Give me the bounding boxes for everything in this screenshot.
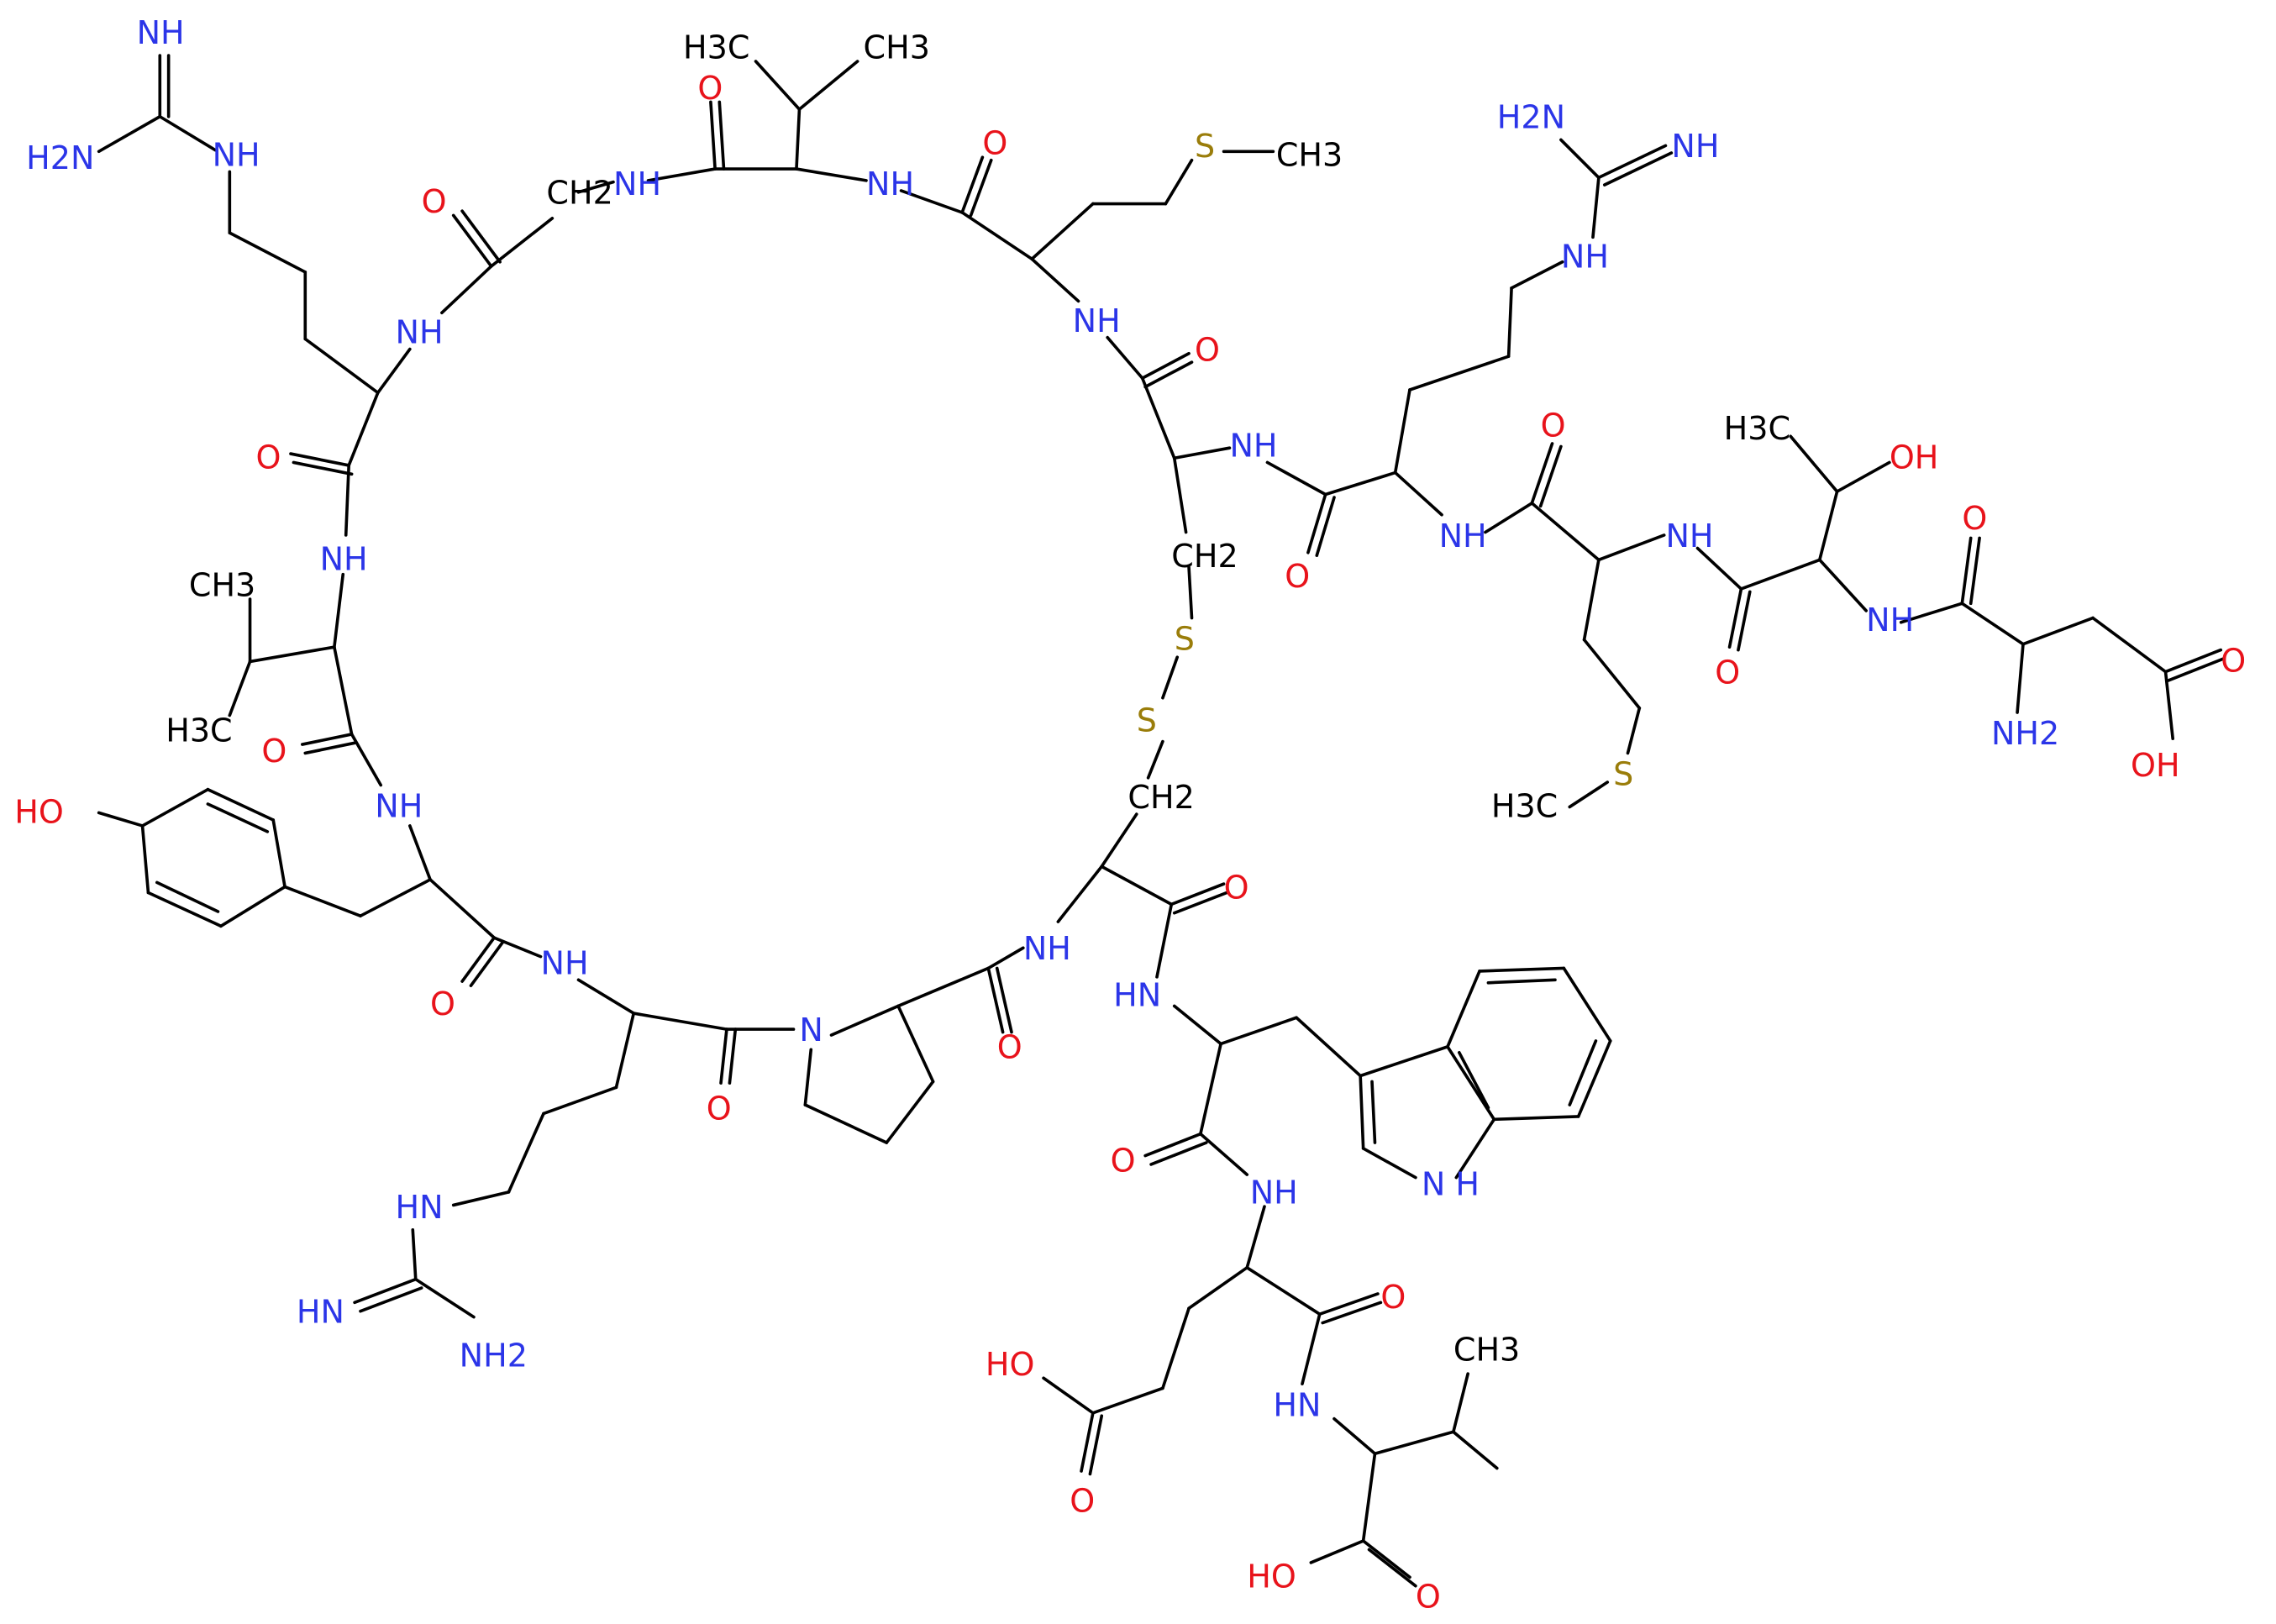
glu-oh: HO [986, 1346, 1035, 1383]
o-met1: O [982, 125, 1007, 162]
o-glu: O [1380, 1279, 1406, 1316]
nh-thr: NH [1866, 602, 1914, 639]
val-c-oh: HO [1247, 1558, 1296, 1595]
cys2-ch2: CH2 [1127, 779, 1194, 816]
bond-network [97, 54, 2226, 1588]
nh-met1: NH [1073, 302, 1121, 339]
guan-bottom-imine: HN [297, 1294, 344, 1331]
nh-gly: NH [613, 166, 661, 202]
met1-ch3: CH3 [1276, 137, 1343, 174]
guan-right-nh: NH [1561, 239, 1609, 276]
nh-trp: HN [1113, 976, 1161, 1013]
tyr-oh: HO [14, 793, 64, 830]
o-met2: O [1541, 407, 1566, 444]
met2-s: S [1613, 755, 1633, 792]
o-trp: O [1111, 1143, 1136, 1180]
guan-bottom-nh: HN [396, 1189, 444, 1226]
o-asp: O [1962, 500, 1987, 537]
guan-right-nh2: H2N [1497, 99, 1565, 136]
guan-left-nh: NH [137, 14, 185, 51]
o-cys2: O [1224, 869, 1249, 906]
nh-val-c: HN [1273, 1386, 1321, 1423]
o-arg-bottom: O [707, 1090, 732, 1127]
met1-s: S [1195, 128, 1215, 165]
atom-labels: NH H2N NH H3C CH3 CH2 NH O NH O S CH3 NH… [14, 14, 2246, 1615]
val1-ch3-b: CH3 [864, 29, 930, 66]
val1-ch3-a: H3C [683, 29, 749, 66]
o-arg-right: O [1285, 558, 1310, 595]
pro-n: N [799, 1012, 823, 1049]
nh-pro-cys: NH [1023, 930, 1071, 967]
guan-left-nh2: H2N [26, 139, 94, 176]
guan-bottom-nh2: NH2 [460, 1337, 528, 1374]
o-gly: O [422, 183, 447, 220]
nh-val1: NH [866, 166, 914, 202]
asp-oh: OH [2131, 747, 2180, 784]
glu-o: O [1070, 1482, 1095, 1519]
o-tyr: O [430, 985, 455, 1022]
nh-val2: NH [320, 540, 368, 577]
indole-nh: N H [1422, 1165, 1480, 1202]
nh-arg-right: NH [1439, 518, 1487, 554]
val-c-ch3: CH3 [1453, 1332, 1520, 1369]
nh-met2: NH [1665, 518, 1713, 554]
s-lower: S [1137, 702, 1157, 738]
val2-ch3-b: H3C [166, 712, 232, 749]
asp-o: O [2221, 643, 2246, 680]
nh-arg-left: NH [396, 314, 444, 351]
o-val1: O [697, 70, 723, 107]
asp-nh2: NH2 [1991, 715, 2059, 752]
o-arg-left: O [255, 439, 281, 476]
ch2-gly: CH2 [546, 175, 612, 212]
guan-right-imine: NH [1671, 128, 1719, 165]
cys1-ch2: CH2 [1171, 538, 1238, 575]
guan-left-nh3: NH [213, 137, 260, 174]
thr-ch3: H3C [1724, 410, 1790, 447]
val-c-o: O [1416, 1579, 1441, 1616]
nh-glu: NH [1250, 1175, 1298, 1211]
nh-arg-bottom: NH [541, 944, 589, 981]
met2-ch3: H3C [1491, 788, 1558, 825]
thr-oh: OH [1890, 439, 1939, 476]
s-upper: S [1175, 621, 1195, 658]
nh-tyr: NH [375, 788, 423, 825]
o-cys1: O [1195, 331, 1220, 368]
val2-ch3-a: CH3 [189, 567, 255, 604]
o-val2: O [261, 733, 286, 770]
o-thr: O [1715, 654, 1740, 691]
o-pro: O [997, 1029, 1022, 1066]
nh-cys1: NH [1229, 428, 1277, 465]
